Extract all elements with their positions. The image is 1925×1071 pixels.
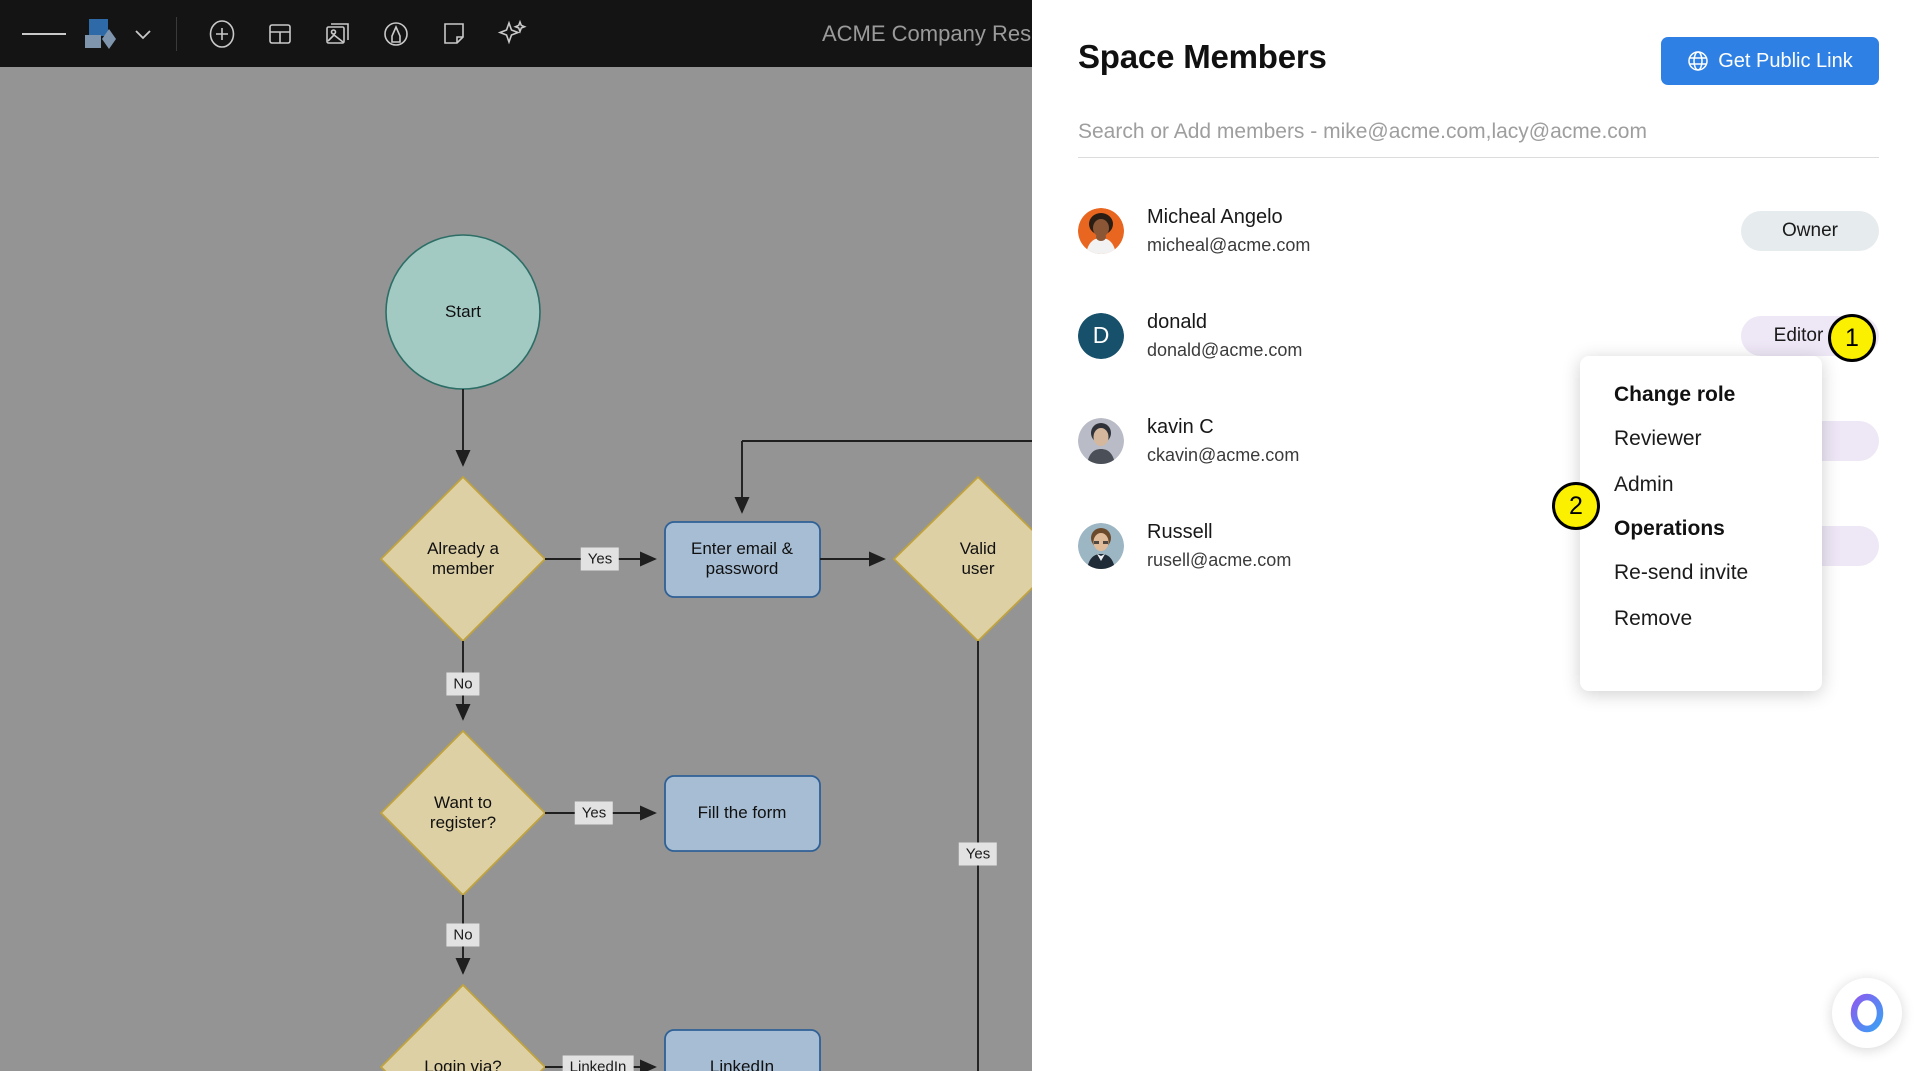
flow-node-start: [385, 234, 541, 390]
pen-circle-icon[interactable]: [367, 8, 425, 60]
member-row[interactable]: Micheal Angelo micheal@acme.com Owner: [1078, 178, 1879, 283]
assistant-logo-icon: [1850, 993, 1884, 1033]
get-public-link-button[interactable]: Get Public Link: [1661, 37, 1879, 85]
menu-section-operations: Operations: [1614, 517, 1725, 540]
member-info: donald donald@acme.com: [1147, 308, 1302, 364]
chevron-down-icon[interactable]: [126, 14, 160, 54]
flow-node-enter-email: [664, 521, 821, 598]
avatar: D: [1078, 312, 1124, 359]
flow-edge-label-no-1: No: [446, 672, 480, 696]
layout-icon[interactable]: [251, 8, 309, 60]
app-logo-icon[interactable]: [80, 14, 122, 54]
member-email: donald@acme.com: [1147, 339, 1303, 360]
flow-node-already-member: [379, 475, 547, 643]
member-name: donald: [1147, 310, 1208, 333]
flow-edge-label-linkedin: LinkedIn: [562, 1055, 634, 1071]
menu-item-admin[interactable]: Admin: [1614, 473, 1674, 496]
avatar: [1078, 417, 1124, 464]
member-name: Micheal Angelo: [1147, 205, 1283, 228]
menu-item-remove[interactable]: Remove: [1614, 607, 1693, 630]
globe-icon: [1687, 50, 1709, 72]
member-email: micheal@acme.com: [1147, 234, 1311, 255]
flowchart-canvas[interactable]: Start Already a member Enter email & pas…: [0, 67, 1032, 1071]
role-label: Owner: [1782, 219, 1838, 241]
role-context-menu[interactable]: Change role Reviewer Admin Operations Re…: [1580, 356, 1822, 691]
annotation-badge-2: 2: [1552, 482, 1600, 530]
search-field-wrapper: [1078, 110, 1879, 158]
flow-node-login-via: [379, 983, 547, 1071]
menu-item-resend-invite[interactable]: Re-send invite: [1614, 561, 1749, 584]
flow-node-valid-user: [892, 475, 1032, 643]
member-info: Russell rusell@acme.com: [1147, 518, 1291, 574]
sticky-note-icon[interactable]: [425, 8, 483, 60]
role-label: Editor: [1773, 324, 1824, 346]
member-name: Russell: [1147, 520, 1213, 543]
annotation-badge-1: 1: [1828, 314, 1876, 362]
canvas-app: ACME Company Res: [0, 0, 1032, 1071]
sparkle-icon[interactable]: [483, 8, 541, 60]
member-email: ckavin@acme.com: [1147, 444, 1300, 465]
role-badge-owner: Owner: [1741, 210, 1879, 251]
menu-item-reviewer[interactable]: Reviewer: [1614, 427, 1702, 450]
flow-edge-label-yes-2: Yes: [574, 801, 614, 825]
panel-header: Space Members Get Public Link: [1078, 24, 1879, 94]
flowchart-svg: [379, 234, 1032, 1071]
menu-section-change-role: Change role: [1614, 383, 1736, 406]
search-or-add-members-input[interactable]: [1078, 110, 1879, 154]
document-title: ACME Company Res: [822, 20, 1032, 46]
member-email: rusell@acme.com: [1147, 549, 1292, 570]
member-name: kavin C: [1147, 415, 1214, 438]
assistant-launcher-button[interactable]: [1832, 978, 1902, 1048]
image-icon[interactable]: [309, 8, 367, 60]
flow-node-fill-form: [664, 775, 821, 852]
flow-edge-label-no-2: No: [446, 923, 480, 947]
member-info: kavin C ckavin@acme.com: [1147, 413, 1299, 469]
app-toolbar: ACME Company Res: [0, 0, 1032, 67]
get-public-link-label: Get Public Link: [1718, 49, 1853, 72]
flow-edge-label-yes-1: Yes: [580, 547, 620, 571]
avatar: [1078, 207, 1124, 254]
flow-node-linkedin: [664, 1029, 821, 1071]
member-info: Micheal Angelo micheal@acme.com: [1147, 203, 1310, 259]
toolbar-divider: [176, 16, 177, 51]
add-icon[interactable]: [193, 8, 251, 60]
avatar: [1078, 522, 1124, 569]
flow-edge-label-yes-3: Yes: [958, 842, 998, 866]
page-title: Space Members: [1078, 38, 1327, 75]
flow-node-want-register: [379, 729, 547, 897]
avatar-initial: D: [1078, 312, 1124, 359]
menu-icon[interactable]: [22, 12, 67, 56]
